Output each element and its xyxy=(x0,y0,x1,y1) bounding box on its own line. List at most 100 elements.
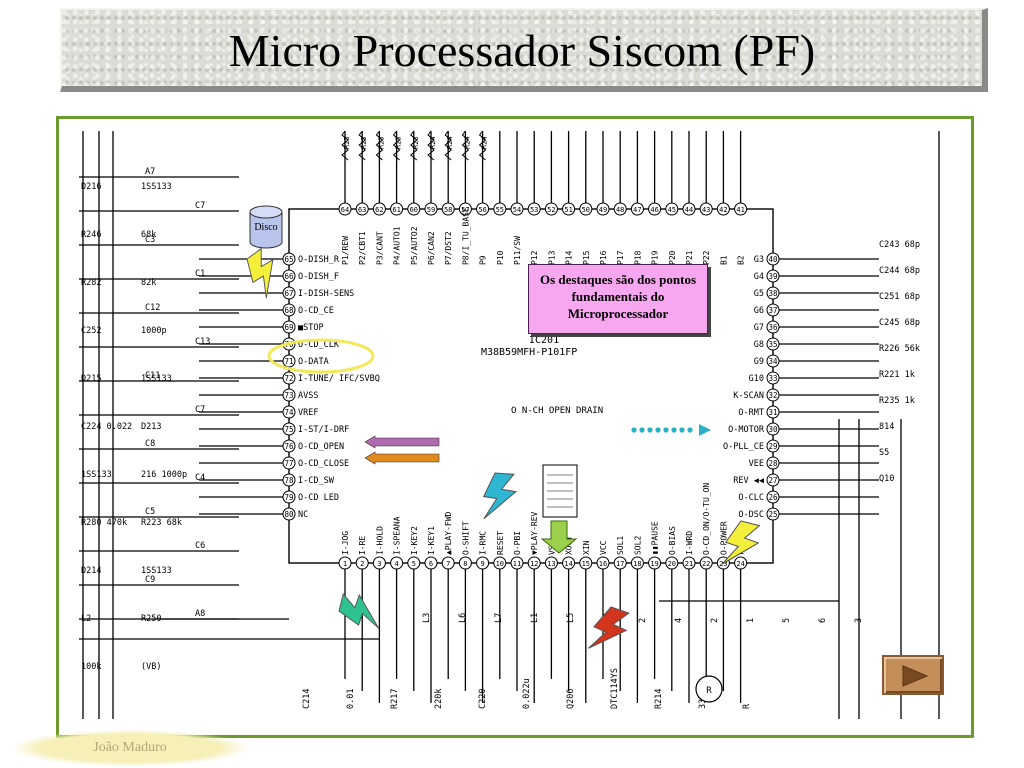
pin-number: 63 xyxy=(358,206,366,214)
pin-number: 3 xyxy=(377,560,381,568)
pin-circle xyxy=(766,456,780,470)
next-slide-button[interactable] xyxy=(882,655,944,695)
resistor-label: R24 xyxy=(429,136,437,149)
pin-circle xyxy=(766,320,780,334)
pin-label: VCC xyxy=(599,540,608,555)
pin-label: SOL2 xyxy=(633,536,642,555)
resistor-label: R24 xyxy=(463,136,471,149)
pin-circle xyxy=(282,405,296,419)
pin-circle xyxy=(355,202,369,216)
right-part-label: Q10 xyxy=(879,474,894,484)
pin-label: P19 xyxy=(651,250,660,265)
top-resistor xyxy=(427,130,435,161)
bottom-part-label: R214 xyxy=(654,689,664,709)
pin-circle xyxy=(766,337,780,351)
pin-circle xyxy=(282,490,296,504)
pin-number: 26 xyxy=(768,493,778,502)
cyan-dotted-arrow xyxy=(687,427,693,433)
pin-label: P22 xyxy=(702,250,711,265)
pin-circle xyxy=(282,507,296,521)
pin-number: 41 xyxy=(736,206,744,214)
pin-number: 1 xyxy=(343,560,347,568)
pin-number: 37 xyxy=(768,306,777,315)
pin-number: 30 xyxy=(768,425,778,434)
pin-circle xyxy=(562,202,576,216)
left-part-label: (VB) xyxy=(141,662,161,672)
top-resistor xyxy=(392,130,401,161)
pin-circle xyxy=(338,556,352,570)
green-down-arrow xyxy=(540,520,578,554)
right-part-label: C245 68p xyxy=(879,318,920,328)
pin-number: 44 xyxy=(685,206,693,214)
footer-author: João Maduro xyxy=(14,730,246,766)
pin-circle xyxy=(766,269,780,283)
pin-circle xyxy=(510,556,524,570)
right-part-label: R221 1k xyxy=(879,370,915,380)
pin-label: P2/CBT1 xyxy=(358,231,367,265)
pin-label: O-CD_CLK xyxy=(298,340,340,350)
pin-circle xyxy=(766,354,780,368)
pin-label: O-CD_ON/O-TU_ON xyxy=(702,483,711,555)
left-signal-label: C7 xyxy=(195,405,205,415)
pin-label: O-DISH_R xyxy=(298,255,340,265)
pin-number: 12 xyxy=(530,560,538,568)
pin-number: 61 xyxy=(392,206,400,214)
pin-label: I-RE xyxy=(358,536,367,555)
pin-label: O-MOTOR xyxy=(728,425,765,435)
bottom-signal-label: L3 xyxy=(422,613,432,623)
pin-label: I-DISH-SENS xyxy=(298,289,354,299)
right-part-label: C243 68p xyxy=(879,240,920,250)
pin-circle xyxy=(766,252,780,266)
pin-label: G9 xyxy=(754,357,764,367)
pin-circle xyxy=(613,202,627,216)
left-signal-label: A8 xyxy=(195,609,205,619)
pin-number: 10 xyxy=(496,560,504,568)
pin-circle xyxy=(699,202,713,216)
pin-label: P18 xyxy=(633,250,642,265)
bottom-signal-label: L5 xyxy=(566,613,576,623)
yellow-bolt-dish xyxy=(246,247,274,299)
green-bolt-jog xyxy=(338,593,380,629)
left-signal-label: C3 xyxy=(145,235,155,245)
pin-number: 51 xyxy=(564,206,572,214)
pin-label: ▼PLAY-REV xyxy=(530,511,539,555)
pin-number: 27 xyxy=(768,476,777,485)
left-part-label: R246 xyxy=(81,230,101,240)
pin-number: 65 xyxy=(284,255,293,264)
pin-circle xyxy=(648,556,662,570)
pin-label: P12 xyxy=(530,250,539,265)
pin-label: REV ◀◀ xyxy=(733,476,765,486)
pin-circle xyxy=(596,202,610,216)
red-bolt-vcc xyxy=(588,606,631,649)
title-bar: Micro Processador Siscom (PF) xyxy=(60,8,988,92)
pin-number: 13 xyxy=(547,560,555,568)
pin-label: XIN xyxy=(582,540,591,555)
purple-arrow-cd-open xyxy=(364,435,440,449)
pin-circle xyxy=(441,556,455,570)
pin-circle xyxy=(699,556,713,570)
resistor-label: R23 xyxy=(360,136,368,149)
pin-label: O-DSC xyxy=(738,510,764,520)
pin-number: 64 xyxy=(341,206,349,214)
pin-label: O-BIAS xyxy=(668,526,677,555)
pin-number: 21 xyxy=(685,560,693,568)
pin-circle xyxy=(282,422,296,436)
pin-circle xyxy=(766,507,780,521)
pin-circle xyxy=(648,202,662,216)
bottom-part-label: 0.01 xyxy=(346,689,356,709)
left-part-label: 1SS133 xyxy=(141,566,172,576)
left-signal-label: C12 xyxy=(145,303,160,313)
pin-number: 16 xyxy=(599,560,607,568)
highlight-ellipse xyxy=(267,338,375,374)
pin-number: 17 xyxy=(616,560,624,568)
pin-label: I-TUNE/ IFC/SVBQ xyxy=(298,374,380,384)
pin-label: O-CD_CLOSE xyxy=(298,459,349,469)
pin-number: 43 xyxy=(702,206,710,214)
pin-label: O-DATA xyxy=(298,357,329,367)
pin-circle xyxy=(338,202,352,216)
pin-label: O-RMT xyxy=(738,408,764,418)
pin-circle xyxy=(766,371,780,385)
pin-number: 24 xyxy=(736,560,744,568)
pin-number: 15 xyxy=(582,560,590,568)
